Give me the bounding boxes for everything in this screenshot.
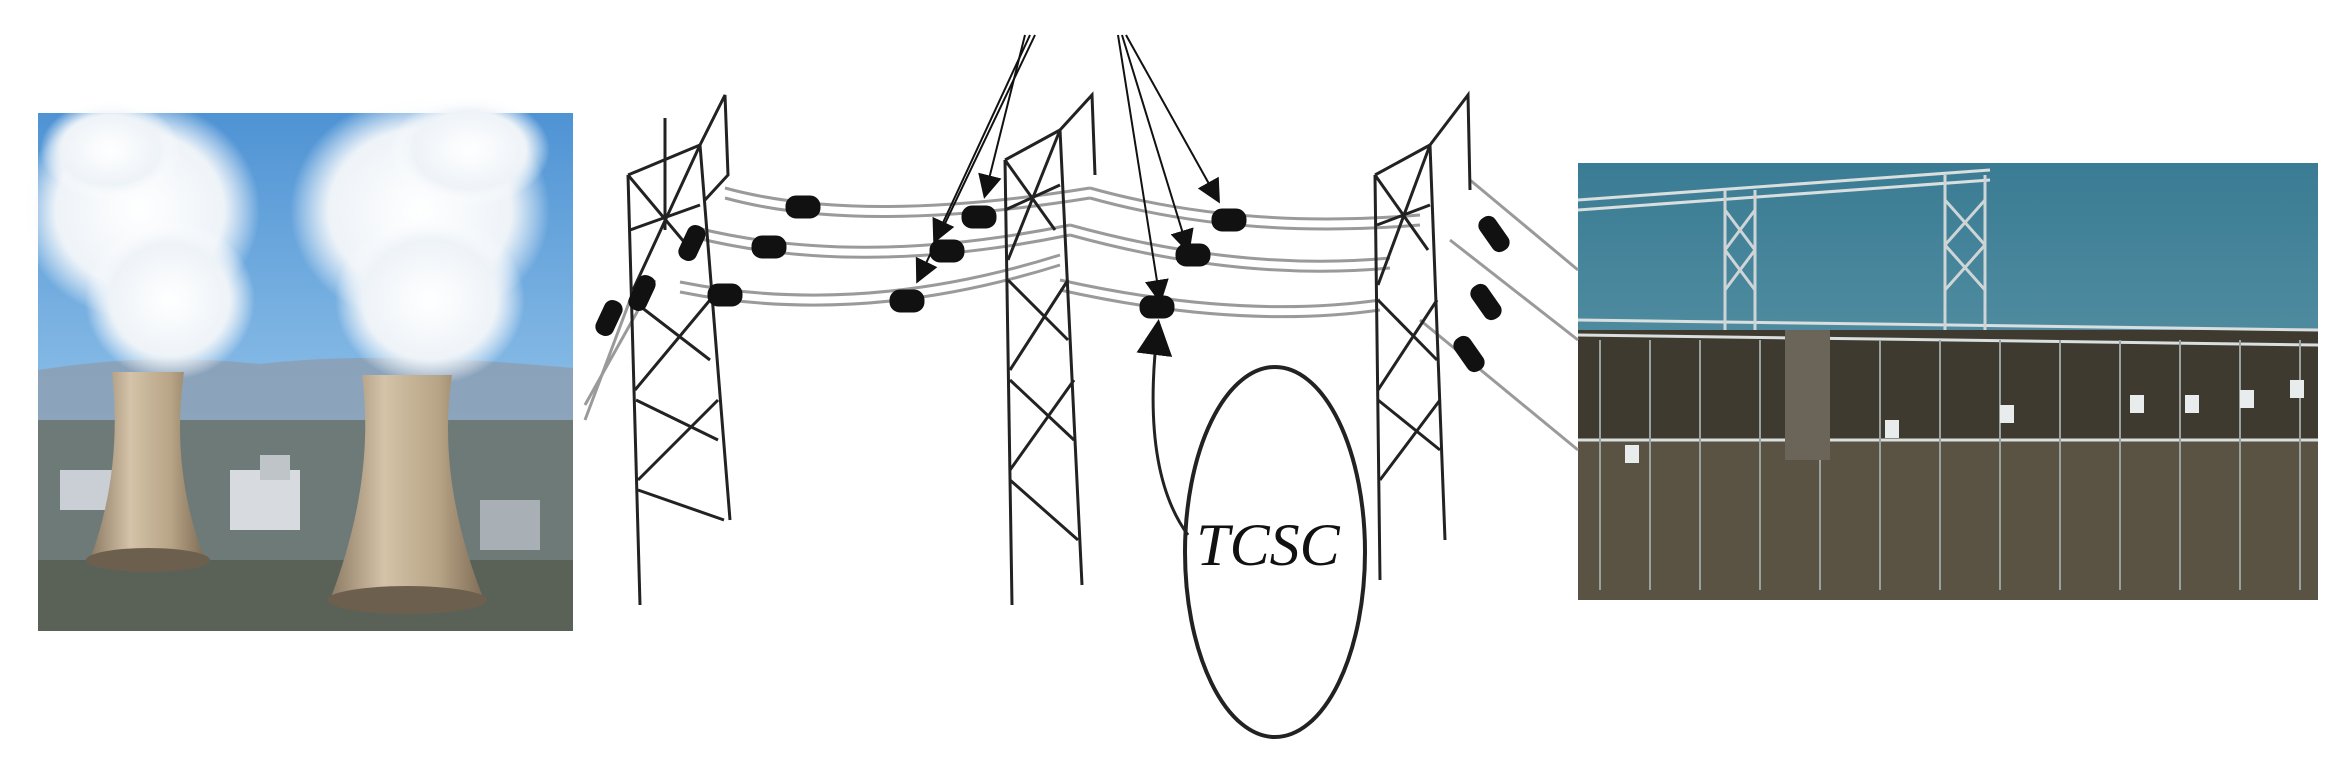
- insulator: [961, 205, 997, 229]
- insulator: [1139, 295, 1175, 319]
- power-plant-image: [20, 95, 573, 631]
- insulator: [1175, 243, 1211, 267]
- substation-image: [1577, 163, 2319, 600]
- insulator: [1453, 335, 1485, 373]
- tcsc-label: TCSC: [1196, 512, 1340, 578]
- transmission-tower-right: [1373, 90, 1472, 581]
- insulator: [751, 235, 787, 259]
- insulator: [707, 283, 743, 307]
- insulator: [678, 225, 706, 261]
- insulator: [1478, 215, 1510, 253]
- insulator: [595, 300, 623, 336]
- tcsc-device: TCSC: [1136, 319, 1367, 739]
- transmission-tower-middle: [1003, 91, 1097, 606]
- insulator: [1470, 283, 1502, 321]
- transmission-tower-left: [626, 94, 732, 606]
- line-insulators: [595, 195, 1510, 373]
- insulator: [889, 289, 925, 313]
- insulator: [785, 195, 821, 219]
- insulator: [1211, 208, 1247, 232]
- tcsc-ellipse: [1183, 365, 1367, 739]
- insulator: [628, 275, 656, 311]
- transmission-conductors: [583, 178, 1579, 452]
- tcsc-connection-arrow: [1136, 319, 1190, 536]
- indicator-arrows: [915, 34, 1220, 304]
